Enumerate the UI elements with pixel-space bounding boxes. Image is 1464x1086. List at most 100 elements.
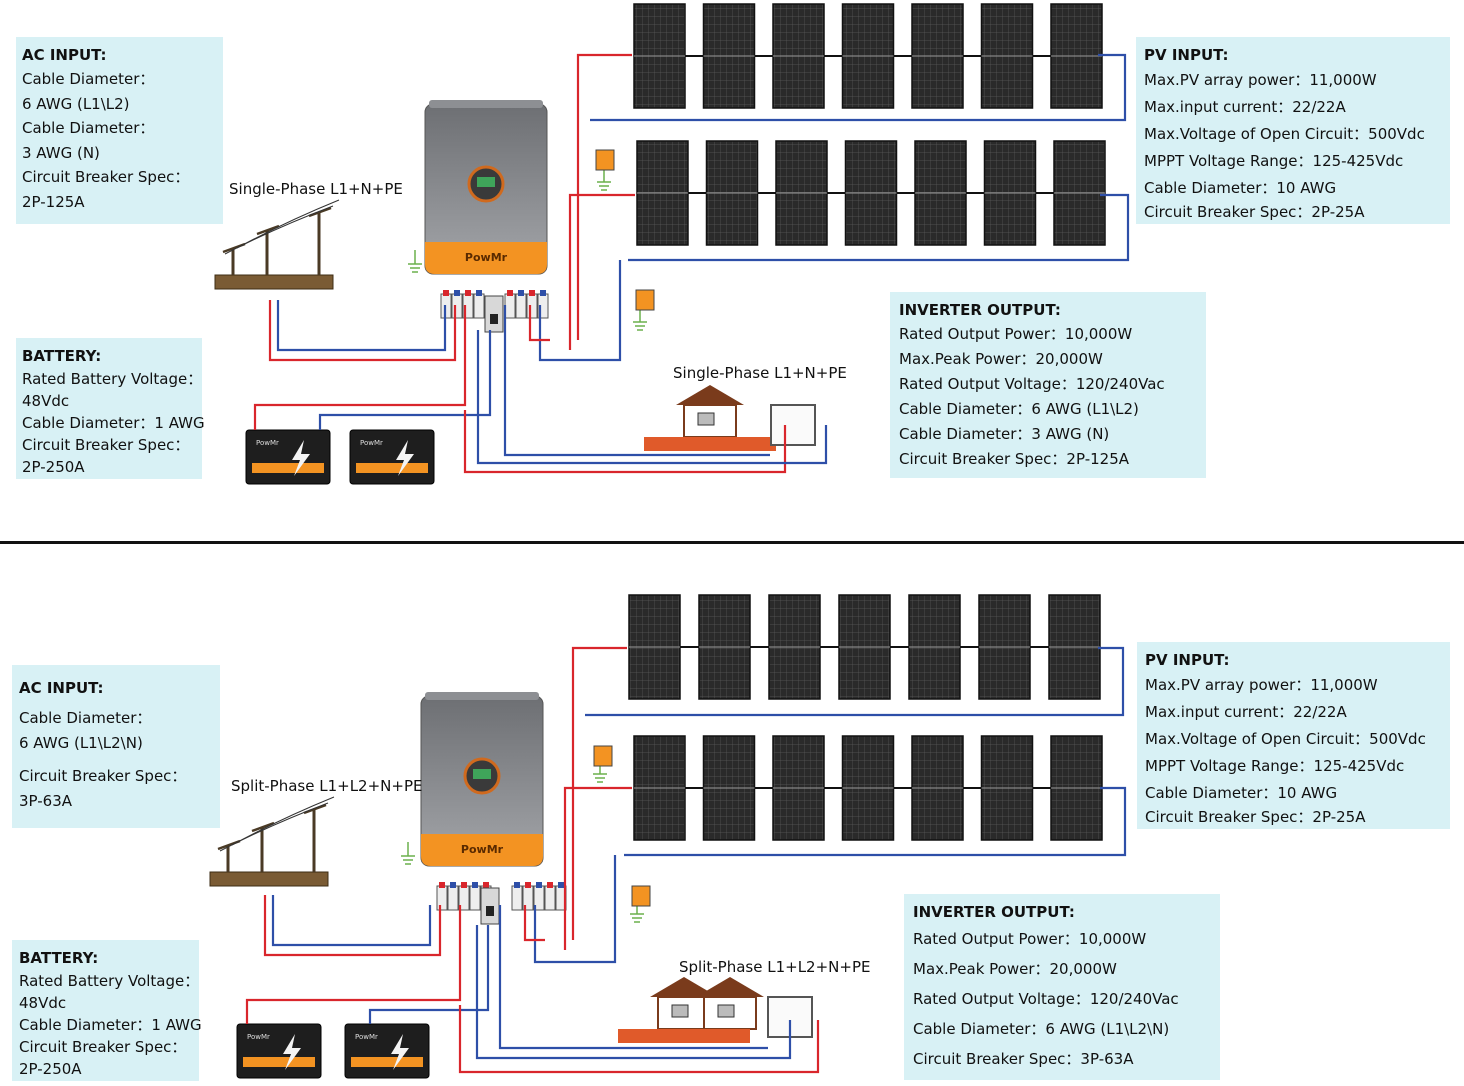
wire-blue	[538, 260, 622, 362]
battery-stripe	[252, 463, 324, 473]
utility-crossarm	[256, 224, 280, 236]
utility-line	[219, 802, 329, 852]
bottom-battery-line: Cable Diameter：1 AWG	[19, 1016, 202, 1034]
wire-red	[528, 305, 550, 342]
top-ac-input-line: Cable Diameter：	[22, 119, 155, 137]
top-ac-input-line: 6 AWG (L1\L2)	[22, 94, 130, 113]
pv-breaker	[595, 149, 615, 171]
section-divider	[0, 541, 1464, 544]
top-ac-input-line: Cable Diameter：	[22, 70, 155, 88]
breaker	[436, 885, 448, 911]
wire-red	[263, 895, 442, 957]
breaker-terminal	[454, 290, 460, 296]
bottom-inverter-output-title: INVERTER OUTPUT:	[913, 903, 1075, 921]
wire-red	[463, 410, 787, 474]
top-grid-label: Single-Phase L1+N+PE	[229, 180, 403, 198]
wire-blue	[475, 925, 792, 1060]
bottom-inverter-output-box: INVERTER OUTPUT: Rated Output Power：10,0…	[904, 894, 1220, 1080]
breaker-terminal	[443, 290, 449, 296]
battery-bolt-icon	[391, 1034, 409, 1070]
top-inverter-output-line: Rated Output Voltage：120/240Vac	[899, 375, 1165, 393]
breaker-terminal	[525, 882, 531, 888]
bottom-inverter-output-line: Rated Output Voltage：120/240Vac	[913, 990, 1179, 1008]
bottom-battery-line: Rated Battery Voltage：	[19, 972, 200, 990]
top-pv-input-box: PV INPUT: Max.PV array power：11,000W Max…	[1136, 37, 1450, 224]
bottom-inverter-output-line: Max.Peak Power：20,000W	[913, 960, 1117, 978]
bottom-ac-input-title: AC INPUT:	[19, 679, 104, 697]
wire-blue	[533, 855, 617, 964]
battery-stripe	[243, 1057, 315, 1067]
top-battery-line: Cable Diameter：1 AWG	[22, 414, 205, 432]
battery-brand: PowMr	[256, 439, 279, 447]
bottom-pv-input-title: PV INPUT:	[1145, 651, 1230, 669]
top-pv-input-title: PV INPUT:	[1144, 46, 1229, 64]
utility-line	[224, 205, 334, 255]
bottom-ac-input-line: 3P-63A	[19, 791, 73, 810]
top-inverter-output-line: Circuit Breaker Spec：2P-125A	[899, 450, 1129, 468]
bottom-ac-input-line: Circuit Breaker Spec：	[19, 767, 187, 785]
battery-brand: PowMr	[247, 1033, 270, 1041]
top-pv-input-line: Max.Voltage of Open Circuit：500Vdc	[1144, 125, 1425, 143]
battery-stripe	[356, 463, 428, 473]
top-load-label: Single-Phase L1+N+PE	[673, 364, 847, 382]
top-inverter-output-line: Max.Peak Power：20,000W	[899, 350, 1103, 368]
breaker-terminal	[536, 882, 542, 888]
bottom-inverter-output-line: Circuit Breaker Spec：3P-63A	[913, 1050, 1134, 1068]
bottom-battery-box: BATTERY: Rated Battery Voltage： 48Vdc Ca…	[12, 940, 202, 1081]
house-ground	[644, 437, 776, 451]
breaker-terminal	[540, 290, 546, 296]
bottom-pv-input-line: Max.PV array power：11,000W	[1145, 676, 1378, 694]
utility-line	[236, 199, 340, 249]
wire-red	[571, 646, 627, 940]
pv-breaker	[593, 745, 613, 767]
breaker	[544, 885, 556, 911]
breaker-terminal	[514, 882, 520, 888]
top-pv-input-line: Max.input current：22/22A	[1144, 98, 1346, 116]
wire-blue	[276, 300, 447, 352]
inverter-brand: PowMr	[465, 251, 508, 264]
top-pv-input-line: MPPT Voltage Range：125-425Vdc	[1144, 152, 1404, 170]
top-ac-input-line: 2P-125A	[22, 192, 85, 211]
bottom-battery-line: 48Vdc	[19, 994, 67, 1012]
house-window	[697, 412, 715, 426]
top-battery-title: BATTERY:	[22, 347, 102, 365]
inverter-top	[429, 100, 543, 108]
breaker	[469, 885, 481, 911]
wire-blue	[628, 193, 1130, 262]
wire-blue	[498, 905, 768, 1050]
wire-blue	[503, 305, 770, 457]
top-battery-line: Circuit Breaker Spec：	[22, 436, 190, 454]
wire-red	[458, 1005, 820, 1074]
pv-breaker	[635, 289, 655, 311]
wire-blue	[368, 925, 490, 1024]
bottom-battery-title: BATTERY:	[19, 949, 99, 967]
top-inverter-output-line: Rated Output Power：10,000W	[899, 325, 1133, 343]
bottom-pv-input-line: Circuit Breaker Spec：2P-25A	[1145, 808, 1366, 826]
top-pv-input-line: Cable Diameter：10 AWG	[1144, 179, 1337, 197]
house-window	[717, 1004, 735, 1018]
battery-breaker-switch	[490, 314, 498, 324]
utility-line	[231, 796, 335, 846]
bottom-pv-input-line: Cable Diameter：10 AWG	[1145, 784, 1338, 802]
bottom-pv-input-line: MPPT Voltage Range：125-425Vdc	[1145, 757, 1405, 775]
house-roof	[676, 385, 744, 405]
bottom-inverter-output-line: Rated Output Power：10,000W	[913, 930, 1147, 948]
house-roof	[650, 977, 718, 997]
house-window	[671, 1004, 689, 1018]
bottom-ac-input-box: AC INPUT: Cable Diameter： 6 AWG (L1\L2\N…	[12, 665, 220, 828]
breaker-terminal	[439, 882, 445, 888]
distribution-panel	[770, 404, 816, 446]
inverter-orange-band	[425, 242, 547, 274]
utility-crossarm	[303, 803, 327, 815]
inverter-brand: PowMr	[461, 843, 504, 856]
breaker-terminal	[558, 882, 564, 888]
top-battery-line: Rated Battery Voltage：	[22, 370, 203, 388]
breaker-terminal	[461, 882, 467, 888]
bottom-pv-input-line: Max.input current：22/22A	[1145, 703, 1347, 721]
top-battery-box: BATTERY: Rated Battery Voltage： 48Vdc Ca…	[16, 338, 205, 479]
battery-bolt-icon	[292, 440, 310, 476]
breaker-terminal	[518, 290, 524, 296]
